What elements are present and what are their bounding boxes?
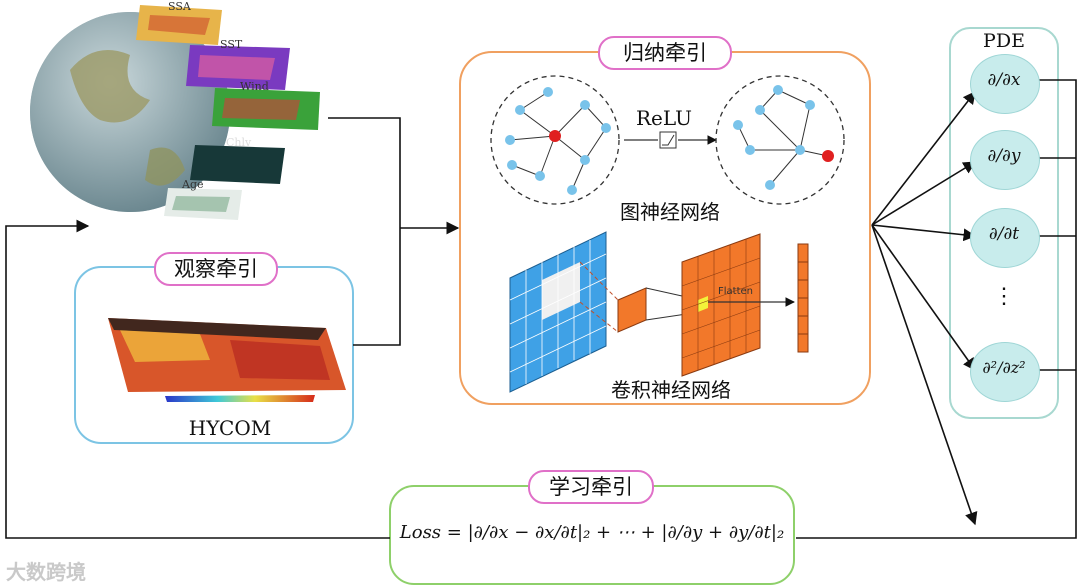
satellite-layer-wind xyxy=(212,88,320,130)
pde-node-z xyxy=(970,342,1040,402)
loss-formula: Loss = |∂/∂x − ∂x/∂t|₂ + ⋯ + |∂/∂y + ∂y/… xyxy=(399,522,785,543)
hycom-label: HYCOM xyxy=(188,416,272,440)
cnn-caption: 卷积神经网络 xyxy=(611,378,731,402)
relu-symbol xyxy=(662,134,675,146)
pde-node-t xyxy=(970,208,1040,268)
arrow-satellite-to-merge xyxy=(328,117,401,228)
arrow-to-pde-t xyxy=(871,224,977,242)
pde-node-x xyxy=(970,54,1040,114)
hycom-map xyxy=(108,318,346,402)
cnn-feature-map xyxy=(681,233,761,377)
watermark-text: 大数跨境 xyxy=(6,560,86,584)
cnn-input-grid xyxy=(509,231,607,393)
learning-title-pill: 学习牵引 xyxy=(528,470,654,504)
arrow-to-pde-y xyxy=(871,161,977,226)
pde-collector-line xyxy=(796,79,1077,539)
flatten-vector xyxy=(797,243,809,353)
relu-label: ReLU xyxy=(636,106,692,130)
satellite-layer-sst xyxy=(186,45,290,90)
arrow-to-learning xyxy=(871,224,978,526)
satellite-layer-ssa xyxy=(136,5,222,45)
cnn-kernel xyxy=(579,261,701,333)
relu-box xyxy=(659,131,677,149)
pde-term-t: ∂/∂t xyxy=(988,224,1020,244)
satellite-label-age: Age xyxy=(182,178,204,191)
gnn-caption: 图神经网络 xyxy=(620,200,720,224)
satellite-label-chlv: Chlv xyxy=(226,136,252,149)
arrow-to-pde-z xyxy=(871,224,976,372)
satellite-label-wind: Wind xyxy=(240,80,269,93)
flatten-label: Flatten xyxy=(718,286,753,297)
observation-title-pill: 观察牵引 xyxy=(154,252,278,286)
satellite-label-sst: SST xyxy=(220,38,243,51)
arrow-hycom-to-merge xyxy=(353,228,401,346)
inductive-title-pill: 归纳牵引 xyxy=(598,36,732,70)
pde-term-x: ∂/∂x xyxy=(987,70,1021,90)
pde-term-ellipsis: ⋮ xyxy=(993,284,1015,309)
pde-title: PDE xyxy=(983,30,1025,52)
arrow-to-pde-x xyxy=(871,90,976,226)
satellite-label-ssa: SSA xyxy=(168,0,191,13)
pde-term-y: ∂/∂y xyxy=(987,146,1021,166)
pde-node-y xyxy=(970,130,1040,190)
satellite-layer-chlv xyxy=(190,145,285,184)
pde-term-z: ∂²/∂z² xyxy=(982,358,1026,377)
gnn-graph-right xyxy=(715,75,845,205)
globe-illustration xyxy=(30,12,230,212)
gnn-graph-left xyxy=(490,75,620,205)
satellite-layer-age xyxy=(164,188,242,220)
feedback-loop-line xyxy=(5,219,390,539)
